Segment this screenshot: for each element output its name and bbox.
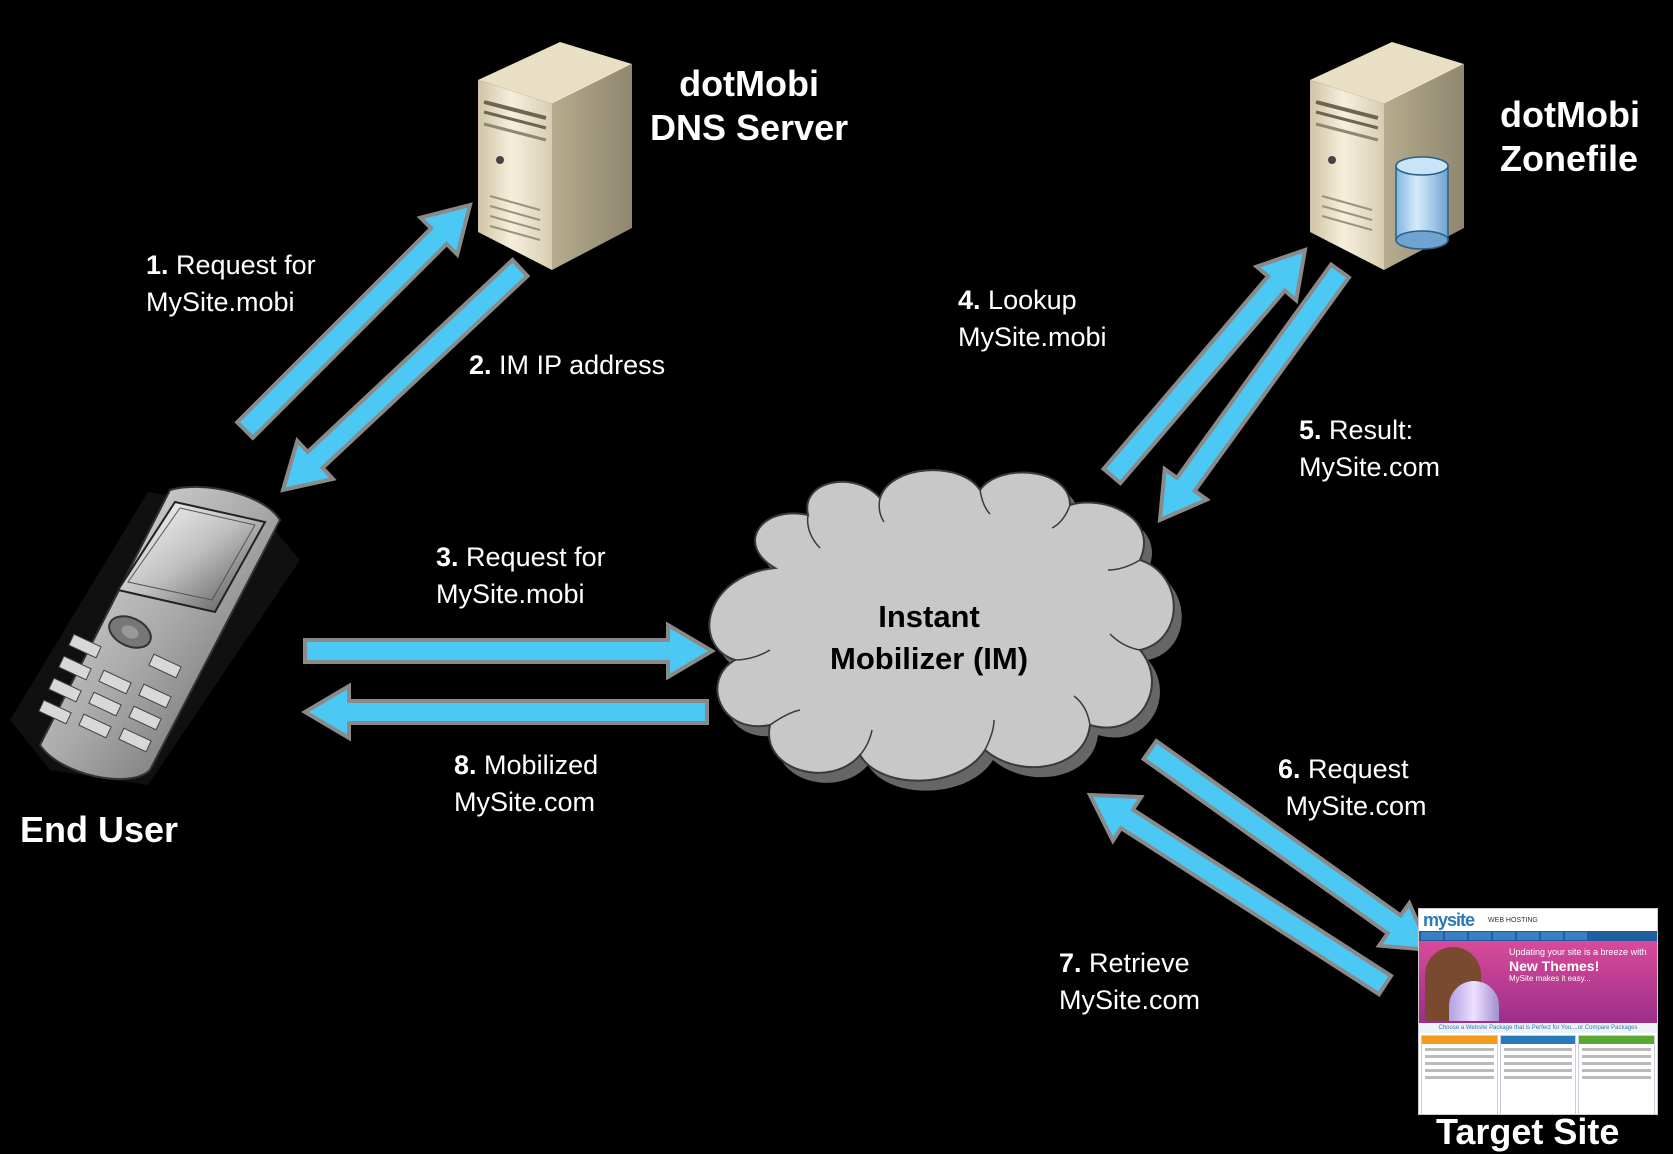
target-site-title: Target Site <box>1436 1111 1620 1152</box>
site-hero-line2: New Themes! <box>1509 958 1600 974</box>
dns-server-title-line1: dotMobi <box>679 63 820 104</box>
step-4-line1: Lookup <box>988 285 1077 315</box>
step-7-line2: MySite.com <box>1059 985 1201 1015</box>
step-6-label: 6. Request MySite.com <box>1278 751 1427 825</box>
database-icon <box>1395 156 1449 250</box>
step-1-line2: MySite.mobi <box>146 287 295 317</box>
arrow-step-2 <box>280 257 531 493</box>
step-5-line2: MySite.com <box>1299 452 1441 482</box>
step-5-line1: Result: <box>1329 415 1414 445</box>
step-7-number: 7. <box>1059 948 1082 978</box>
cloud-label-line2: Mobilizer (IM) <box>830 641 1029 676</box>
step-3-line1: Request for <box>466 542 606 572</box>
step-4-number: 4. <box>958 285 981 315</box>
site-package <box>1578 1035 1656 1114</box>
zonefile-title: dotMobi Zonefile <box>1500 93 1640 181</box>
step-1-label: 1. Request for MySite.mobi <box>146 247 316 321</box>
step-6-line2: MySite.com <box>1285 791 1427 821</box>
site-logo: mysite <box>1423 909 1475 930</box>
step-8-line2: MySite.com <box>454 787 596 817</box>
site-hero: Updating your site is a breeze with New … <box>1419 941 1657 1023</box>
site-nav <box>1419 931 1657 941</box>
step-7-line1: Retrieve <box>1089 948 1190 978</box>
arrow-step-4 <box>1100 247 1308 486</box>
step-2-number: 2. <box>469 350 492 380</box>
step-5-label: 5. Result: MySite.com <box>1299 412 1440 486</box>
zonefile-title-line2: Zonefile <box>1500 138 1639 179</box>
arrow-step-1 <box>234 202 473 441</box>
step-8-line1: Mobilized <box>484 750 599 780</box>
zonefile-title-line1: dotMobi <box>1500 94 1640 135</box>
arrow-step-8 <box>301 682 709 742</box>
dns-server-icon <box>478 42 632 270</box>
instant-mobilizer-cloud <box>708 469 1182 791</box>
step-3-line2: MySite.mobi <box>436 579 585 609</box>
step-2-label: 2. IM IP address <box>469 347 665 384</box>
site-hero-fan <box>1449 981 1499 1021</box>
cloud-label-line1: Instant <box>878 599 980 634</box>
cloud-label: Instant Mobilizer (IM) <box>830 596 1028 680</box>
site-strip: Choose a Website Package that is Perfect… <box>1419 1023 1657 1033</box>
site-packages <box>1419 1033 1657 1114</box>
step-2-line1: IM IP address <box>499 350 666 380</box>
arrow-step-7 <box>1086 792 1394 997</box>
mobile-phone-icon <box>10 485 300 785</box>
arrows-group <box>234 202 1434 997</box>
step-3-number: 3. <box>436 542 459 572</box>
arrow-step-3 <box>303 621 716 681</box>
step-6-number: 6. <box>1278 754 1301 784</box>
step-6-line1: Request <box>1308 754 1409 784</box>
step-4-label: 4. Lookup MySite.mobi <box>958 282 1107 356</box>
step-3-label: 3. Request for MySite.mobi <box>436 539 606 613</box>
site-package <box>1421 1035 1498 1114</box>
step-8-label: 8. Mobilized MySite.com <box>454 747 598 821</box>
dns-server-title: dotMobi DNS Server <box>650 62 848 150</box>
step-7-label: 7. Retrieve MySite.com <box>1059 945 1200 1019</box>
step-1-number: 1. <box>146 250 169 280</box>
site-package <box>1499 1035 1577 1114</box>
step-8-number: 8. <box>454 750 477 780</box>
site-tagline: WEB HOSTING <box>1488 916 1538 924</box>
step-4-line2: MySite.mobi <box>958 322 1107 352</box>
arrow-step-5 <box>1157 261 1352 524</box>
end-user-title: End User <box>20 809 179 850</box>
step-1-line1: Request for <box>176 250 316 280</box>
site-hero-line3: MySite makes it easy... <box>1509 974 1591 983</box>
site-hero-line1: Updating your site is a breeze with <box>1509 947 1647 957</box>
dns-server-title-line2: DNS Server <box>650 107 849 148</box>
target-site-screenshot: mysite WEB HOSTING Updating your site is… <box>1418 908 1658 1115</box>
step-5-number: 5. <box>1299 415 1322 445</box>
